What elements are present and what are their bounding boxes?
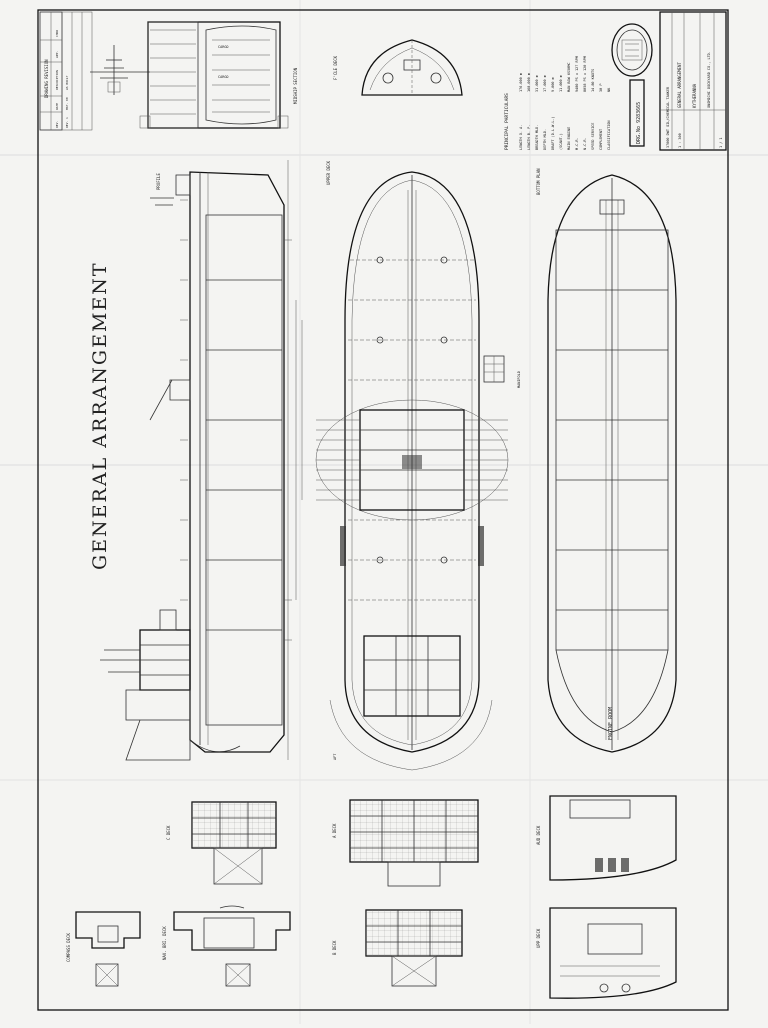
revision-header: DRAWING REVISION	[44, 59, 49, 98]
midship-section-view: CARGO CARGO MIDSHIP SECTION	[139, 21, 298, 129]
particular-value-7: 9480 PS x 127 RPM	[575, 56, 579, 92]
particular-label-8: N.C.R.	[583, 137, 587, 150]
nav-bri-deck-view: NAV. BRI. DECK	[162, 905, 291, 987]
particular-value-8: 8058 PS x 120 RPM	[583, 56, 587, 92]
profile-view: PROFILE	[100, 160, 303, 761]
particular-value-9: 14.80 KNOTS	[591, 69, 595, 92]
company-seal	[611, 23, 653, 77]
drawing-title: GENERAL ARRANGEMENT	[89, 261, 111, 570]
upp-deck-aft-label: UPP DECK	[536, 928, 541, 948]
engine-room-label: ENGINE ROOM	[608, 707, 614, 740]
particular-label-10: COMPLEMENT	[599, 128, 603, 150]
particular-label-5: (SCANT.)	[559, 133, 563, 150]
manifold-label: MANIFOLD	[517, 371, 521, 388]
a-deck-view: A DECK	[332, 799, 479, 887]
revision-col-desc: DESCRIPTION	[55, 70, 59, 90]
particular-label-2: BREADTH MLD.	[535, 125, 539, 150]
title-project: 37000 DWT OIL/CHEMICAL TANKER	[666, 86, 670, 148]
particular-value-10: 30 P	[599, 84, 603, 92]
a-deck-label: A DECK	[332, 823, 337, 838]
upper-deck-label: UPPER DECK	[326, 160, 331, 185]
manifold-detail: MANIFOLD	[483, 355, 521, 388]
particular-label-6: MAIN ENGINE	[567, 127, 571, 150]
bottom-plan-label: BOTTOM PLAN	[536, 168, 541, 195]
aud-deck-view: AUD DECK	[536, 795, 677, 881]
particular-value-2: 31.000 m	[535, 75, 539, 92]
particular-value-1: 168.000 m	[527, 73, 531, 92]
fcle-deck-label: F'CLE DECK	[333, 55, 338, 80]
particular-label-0: LENGTH O. A.	[519, 125, 523, 150]
aud-deck-label: AUD DECK	[536, 825, 541, 845]
svg-text:AFT: AFT	[333, 753, 337, 760]
title-block: 37000 DWT OIL/CHEMICAL TANKER GENERAL AR…	[659, 11, 727, 151]
c-deck-view: C DECK	[166, 801, 277, 885]
fcle-deck-view: F'CLE DECK	[333, 39, 463, 96]
b-deck-view: B DECK	[332, 909, 463, 987]
title-scale: 1 : 300	[678, 133, 682, 148]
particular-value-5: 11.000 m	[559, 75, 563, 92]
revision-row-rev: REV. 1	[65, 117, 69, 128]
revision-col-chkd: CHKD	[55, 30, 59, 37]
revision-col-date: DATE	[55, 103, 59, 110]
particular-label-9: SPEED SERVICE	[591, 123, 595, 150]
mast-elevation	[90, 45, 150, 95]
particular-label-1: LENGTH B. P.	[527, 125, 531, 150]
midship-section-label: MIDSHIP SECTION	[293, 67, 298, 104]
particular-value-4: 9.000 m	[551, 77, 555, 92]
particular-value-0: 176.000 m	[519, 73, 523, 92]
nav-bri-deck-label: NAV. BRI. DECK	[162, 926, 167, 960]
title-sheet: 1 / 1	[719, 137, 723, 148]
particular-label-7: M.C.R.	[575, 137, 579, 150]
profile-label: PROFILE	[156, 173, 161, 190]
revision-table: DRAWING REVISION REV. DATE DESCRIPTION A…	[39, 11, 93, 131]
particular-label-4: DRAFT (D.L.W.L.)	[551, 116, 555, 150]
title-builder: ONOMICHI DOCKYARD CO., LTD.	[707, 51, 711, 108]
title-drawing: GENERAL ARRANGEMENT	[677, 62, 682, 108]
principal-particulars: PRINCIPAL PARTICULARS LENGTH O. A. 176.0…	[504, 56, 611, 150]
particulars-header: PRINCIPAL PARTICULARS	[504, 93, 510, 150]
upp-deck-aft-view: UPP DECK	[536, 907, 677, 999]
upper-deck-view: UPPER DECK AFT	[315, 160, 509, 771]
c-deck-label: C DECK	[166, 825, 171, 840]
title-owner: KYTHERANNA	[692, 83, 697, 108]
particular-value-11: NK	[607, 87, 611, 92]
svg-text:CARGO: CARGO	[218, 45, 229, 49]
svg-text:CARGO: CARGO	[218, 75, 229, 79]
revision-row-desc: AS BUILT	[65, 75, 69, 90]
compass-deck-label: COMPASS DECK	[66, 933, 71, 962]
drawing-border	[37, 9, 729, 1011]
drawing-number-box: DRG.No 9283665	[629, 79, 645, 147]
revision-col-app: APP.	[55, 51, 59, 58]
revision-row-date: MAY. 08	[65, 97, 69, 110]
b-deck-label: B DECK	[332, 940, 337, 955]
bottom-plan-view: BOTTOM PLAN ENGINE ROOM	[536, 168, 677, 753]
particular-value-6: MAN B&W 6S50MC	[567, 62, 571, 92]
revision-col-rev: REV.	[55, 121, 59, 128]
particular-label-3: DEPTH MLD.	[543, 129, 547, 150]
particular-value-3: 17.000 m	[543, 75, 547, 92]
drawing-number: DRG.No 9283665	[636, 102, 642, 144]
compass-deck-view: COMPASS DECK	[66, 911, 141, 987]
particular-label-11: CLASSIFICATION	[607, 120, 611, 150]
